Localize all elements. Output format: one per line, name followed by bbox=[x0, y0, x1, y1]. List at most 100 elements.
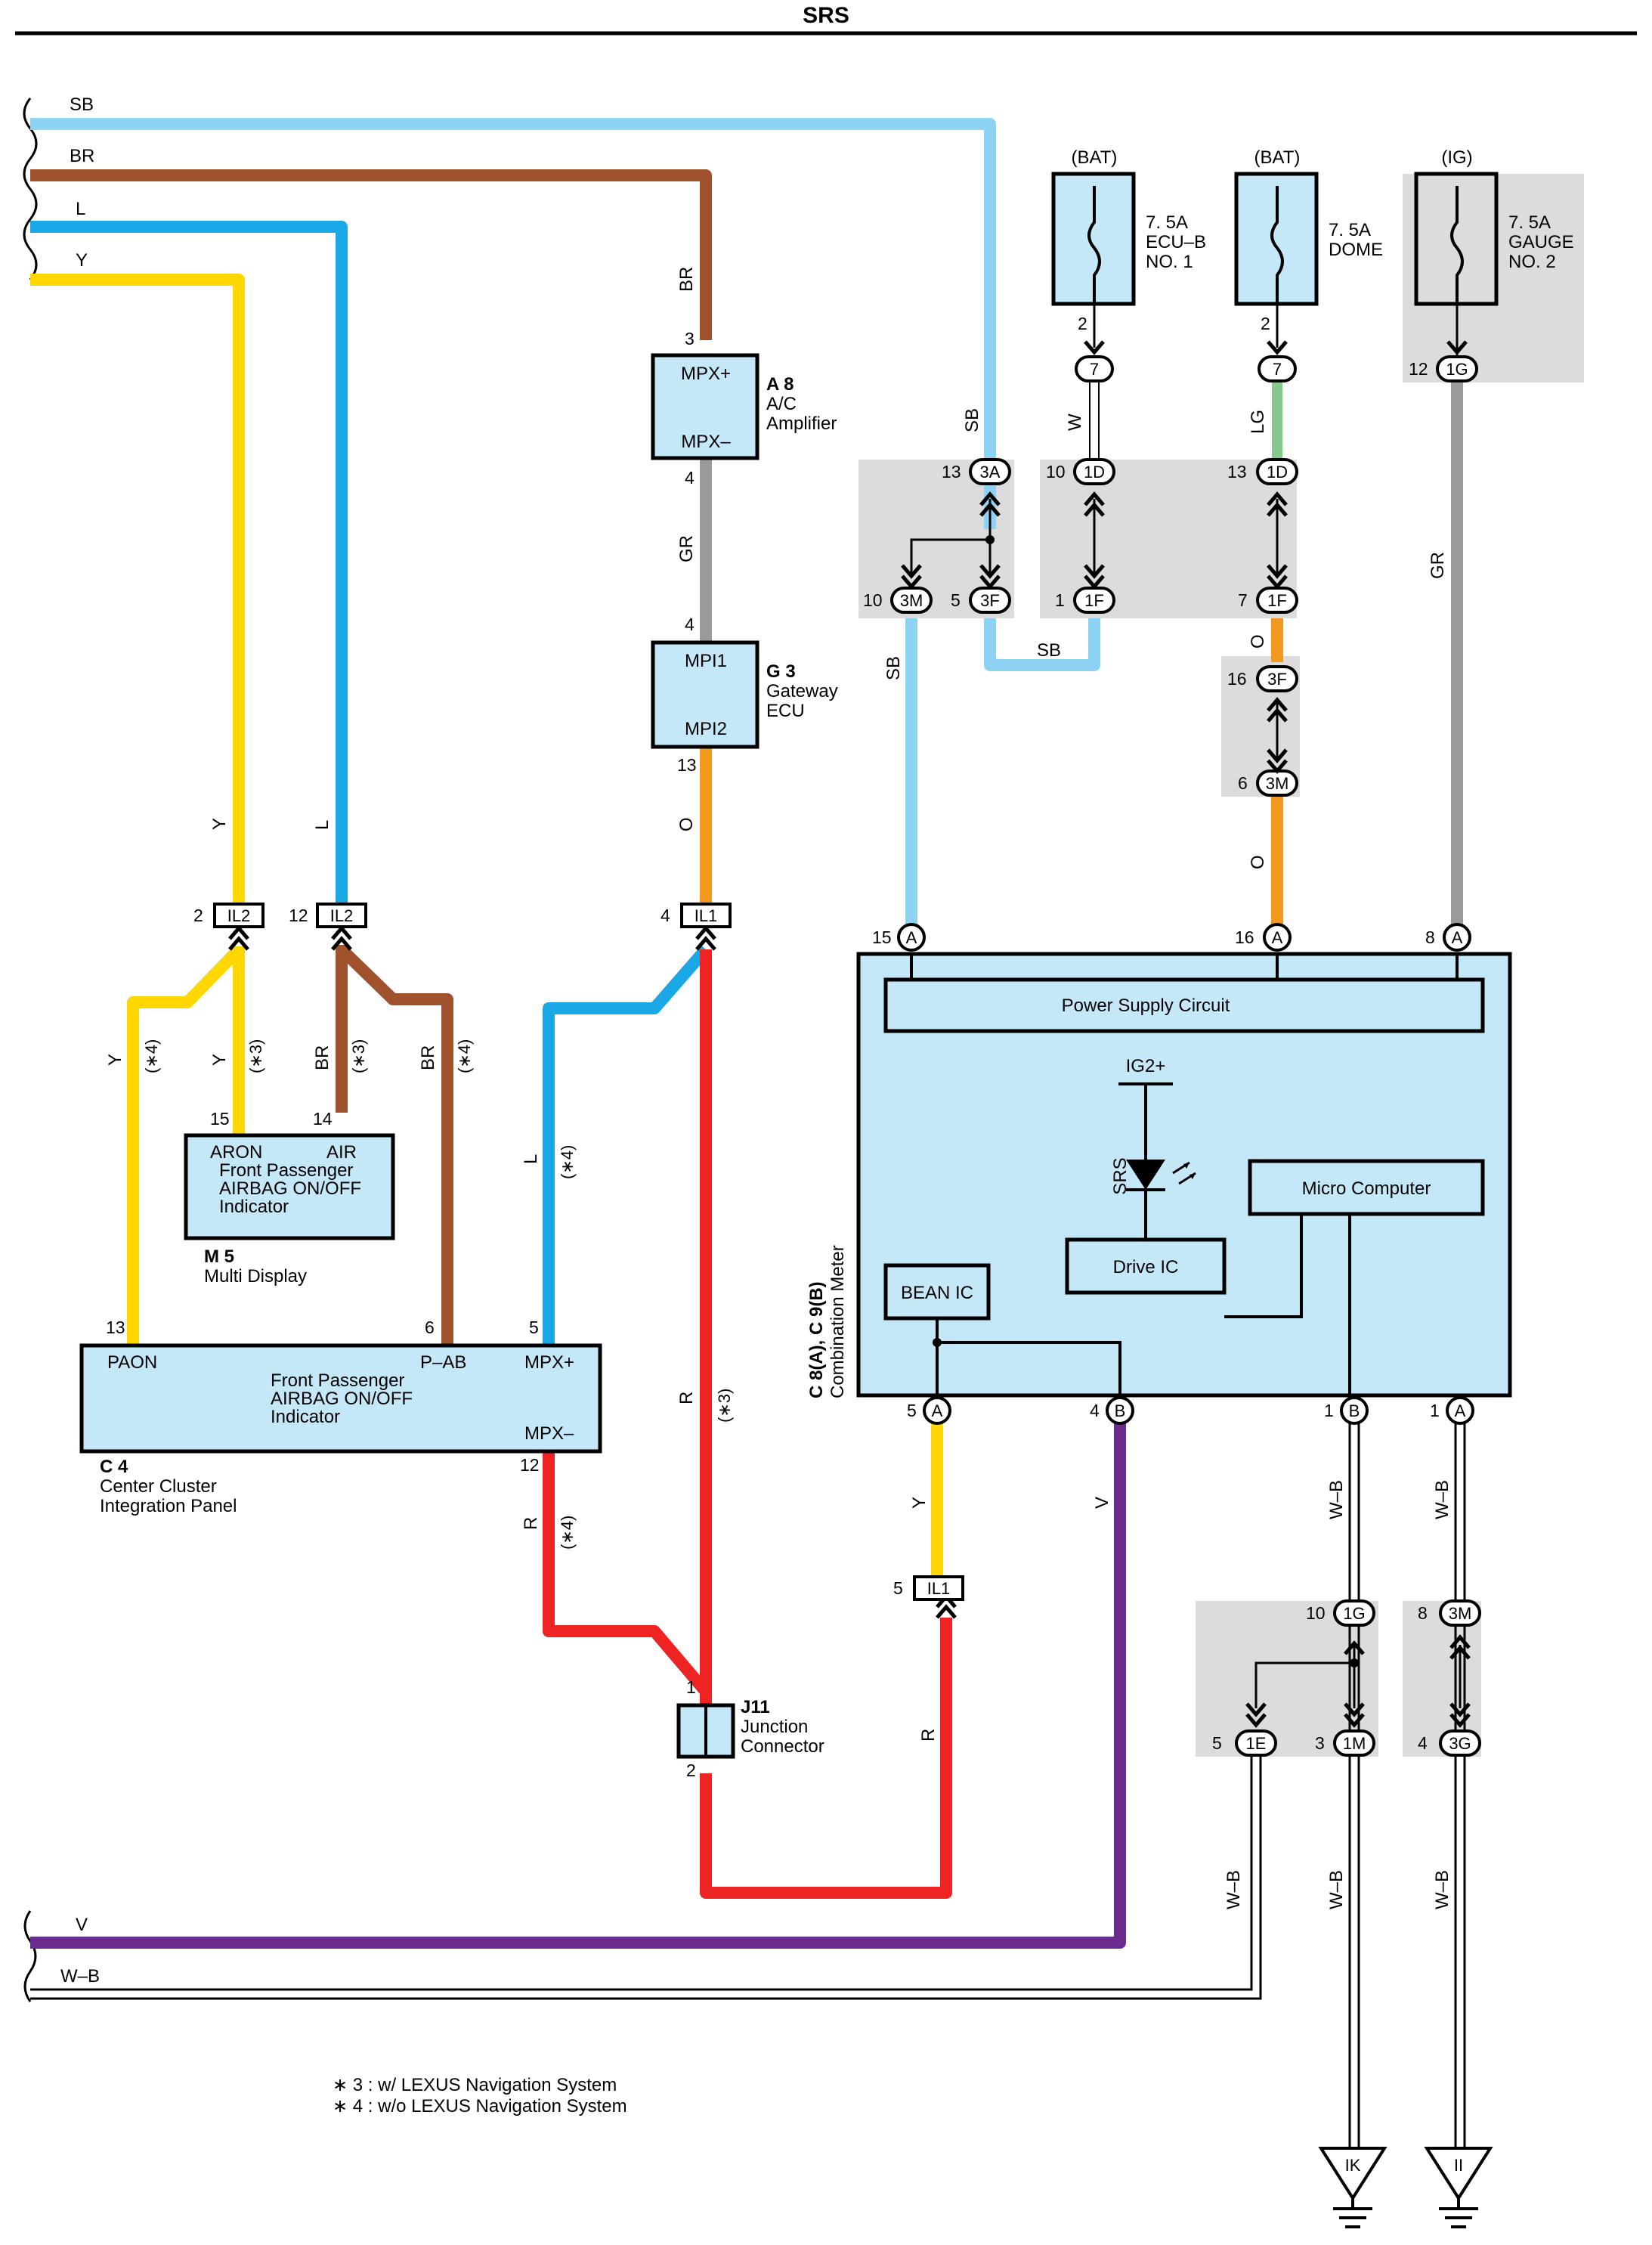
svg-text:Y: Y bbox=[209, 818, 230, 830]
fuse-ecub: (BAT) 7. 5A ECU–B NO. 1 bbox=[1051, 147, 1206, 348]
svg-text:12: 12 bbox=[1409, 359, 1428, 379]
svg-text:J11: J11 bbox=[741, 1697, 770, 1717]
svg-text:GR: GR bbox=[676, 535, 697, 562]
svg-text:SB: SB bbox=[70, 94, 94, 115]
meter-terminals: A 15 A 16 A 8 A 5 B 4 B 1 A 1 bbox=[872, 923, 1474, 1425]
connector-3G: 3G 4 bbox=[1418, 1729, 1481, 1757]
svg-text:7. 5A: 7. 5A bbox=[1329, 220, 1371, 240]
svg-text:W–B: W–B bbox=[1432, 1870, 1452, 1909]
combination-meter: Power Supply Circuit IG2+ SRS Drive IC M… bbox=[806, 952, 1512, 1398]
svg-text:R: R bbox=[521, 1517, 541, 1530]
footnote-4: ∗ 4 : w/o LEXUS Navigation System bbox=[333, 2096, 627, 2116]
svg-text:3M: 3M bbox=[1449, 1604, 1472, 1623]
wire-sb bbox=[30, 118, 1100, 937]
wire-y bbox=[30, 274, 943, 1577]
svg-text:P–AB: P–AB bbox=[420, 1352, 466, 1373]
svg-text:12: 12 bbox=[520, 1455, 540, 1475]
svg-text:(BAT): (BAT) bbox=[1254, 147, 1301, 168]
svg-text:A: A bbox=[1452, 928, 1463, 947]
wire-labels: SB BR L Y V W–B SB BR GR O R (∗3) SB SB … bbox=[60, 94, 1452, 1986]
connector-7-dome: 7 2 bbox=[1258, 314, 1297, 382]
svg-text:(BAT): (BAT) bbox=[1072, 147, 1118, 168]
svg-text:(∗4): (∗4) bbox=[558, 1516, 577, 1550]
svg-text:DOME: DOME bbox=[1329, 240, 1383, 260]
svg-text:Drive IC: Drive IC bbox=[1113, 1257, 1179, 1277]
svg-text:A: A bbox=[1272, 928, 1283, 947]
svg-text:Indicator: Indicator bbox=[271, 1407, 340, 1427]
connector-1E: 1E 5 bbox=[1212, 1729, 1277, 1757]
svg-text:SB: SB bbox=[1037, 640, 1061, 661]
svg-text:Micro Computer: Micro Computer bbox=[1302, 1178, 1431, 1199]
svg-text:1F: 1F bbox=[1267, 591, 1287, 610]
svg-text:(∗4): (∗4) bbox=[455, 1039, 474, 1073]
svg-text:GAUGE: GAUGE bbox=[1508, 232, 1574, 252]
svg-text:GR: GR bbox=[1428, 552, 1448, 579]
svg-text:NO. 1: NO. 1 bbox=[1146, 252, 1193, 272]
ac-amplifier: MPX+ MPX– A 8 A/C Amplifier 3 4 bbox=[651, 329, 837, 488]
svg-text:4: 4 bbox=[685, 615, 695, 634]
svg-text:W–B: W–B bbox=[1224, 1870, 1244, 1909]
svg-text:A: A bbox=[1455, 1401, 1466, 1420]
svg-text:1G: 1G bbox=[1446, 360, 1468, 379]
svg-text:6: 6 bbox=[425, 1318, 435, 1337]
svg-text:Power Supply Circuit: Power Supply Circuit bbox=[1062, 996, 1230, 1016]
svg-text:1F: 1F bbox=[1084, 591, 1104, 610]
splice-dots bbox=[985, 535, 1359, 1667]
connector-IL2-y: IL2 2 bbox=[193, 903, 265, 928]
wire-wb bbox=[30, 1421, 1466, 2162]
footnote-3: ∗ 3 : w/ LEXUS Navigation System bbox=[333, 2075, 617, 2095]
svg-text:Connector: Connector bbox=[741, 1736, 824, 1757]
svg-text:Junction: Junction bbox=[741, 1717, 808, 1737]
svg-text:7: 7 bbox=[1090, 360, 1099, 379]
svg-text:Multi Display: Multi Display bbox=[204, 1266, 307, 1287]
ground-ii: II bbox=[1424, 2147, 1493, 2228]
svg-text:W–B: W–B bbox=[60, 1966, 100, 1986]
svg-text:2: 2 bbox=[686, 1760, 696, 1780]
svg-text:AIRBAG ON/OFF: AIRBAG ON/OFF bbox=[271, 1389, 413, 1409]
connector-3A: 3A 13 bbox=[942, 458, 1011, 485]
connector-3F-b: 3F 16 bbox=[1227, 665, 1298, 692]
svg-text:II: II bbox=[1454, 2156, 1463, 2175]
svg-text:5: 5 bbox=[907, 1401, 917, 1420]
svg-text:1E: 1E bbox=[1246, 1734, 1267, 1753]
wire-v bbox=[30, 1421, 1126, 1949]
svg-text:5: 5 bbox=[529, 1318, 539, 1337]
svg-text:ARON: ARON bbox=[210, 1142, 262, 1163]
svg-text:B: B bbox=[1115, 1401, 1126, 1420]
svg-text:4: 4 bbox=[1090, 1401, 1100, 1420]
connector-1D-a: 1D 10 bbox=[1046, 458, 1115, 485]
svg-text:BEAN IC: BEAN IC bbox=[901, 1283, 973, 1303]
svg-text:(IG): (IG) bbox=[1441, 147, 1472, 168]
svg-text:O: O bbox=[676, 817, 697, 831]
svg-text:(∗4): (∗4) bbox=[558, 1145, 577, 1179]
svg-text:A/C: A/C bbox=[766, 394, 797, 414]
multi-display: ARON AIR Front Passenger AIRBAG ON/OFF I… bbox=[184, 1109, 395, 1287]
wire-br bbox=[30, 169, 712, 1345]
svg-text:13: 13 bbox=[942, 462, 961, 482]
svg-text:15: 15 bbox=[872, 927, 892, 947]
svg-text:4: 4 bbox=[685, 468, 695, 488]
connector-1F-a: 1F 1 bbox=[1055, 587, 1115, 614]
svg-text:7. 5A: 7. 5A bbox=[1146, 212, 1188, 233]
svg-text:A: A bbox=[932, 1401, 943, 1420]
svg-text:M 5: M 5 bbox=[204, 1246, 234, 1267]
connector-1F-b: 1F 7 bbox=[1238, 587, 1298, 614]
connector-1D-b: 1D 13 bbox=[1227, 458, 1298, 485]
svg-text:W–B: W–B bbox=[1432, 1480, 1452, 1519]
svg-text:L: L bbox=[76, 199, 85, 219]
svg-text:14: 14 bbox=[313, 1109, 333, 1129]
svg-text:3M: 3M bbox=[1266, 774, 1289, 793]
svg-text:ECU: ECU bbox=[766, 701, 805, 721]
svg-text:IG2+: IG2+ bbox=[1126, 1056, 1166, 1076]
svg-text:10: 10 bbox=[863, 590, 883, 610]
svg-text:L: L bbox=[521, 1154, 541, 1164]
svg-text:BR: BR bbox=[312, 1045, 333, 1070]
svg-text:1: 1 bbox=[1055, 590, 1065, 610]
svg-text:O: O bbox=[1248, 855, 1268, 869]
svg-text:(∗3): (∗3) bbox=[246, 1039, 265, 1073]
svg-text:ECU–B: ECU–B bbox=[1146, 232, 1206, 252]
svg-text:(∗3): (∗3) bbox=[715, 1389, 734, 1423]
svg-text:13: 13 bbox=[677, 755, 697, 775]
svg-text:Y: Y bbox=[209, 1054, 230, 1066]
